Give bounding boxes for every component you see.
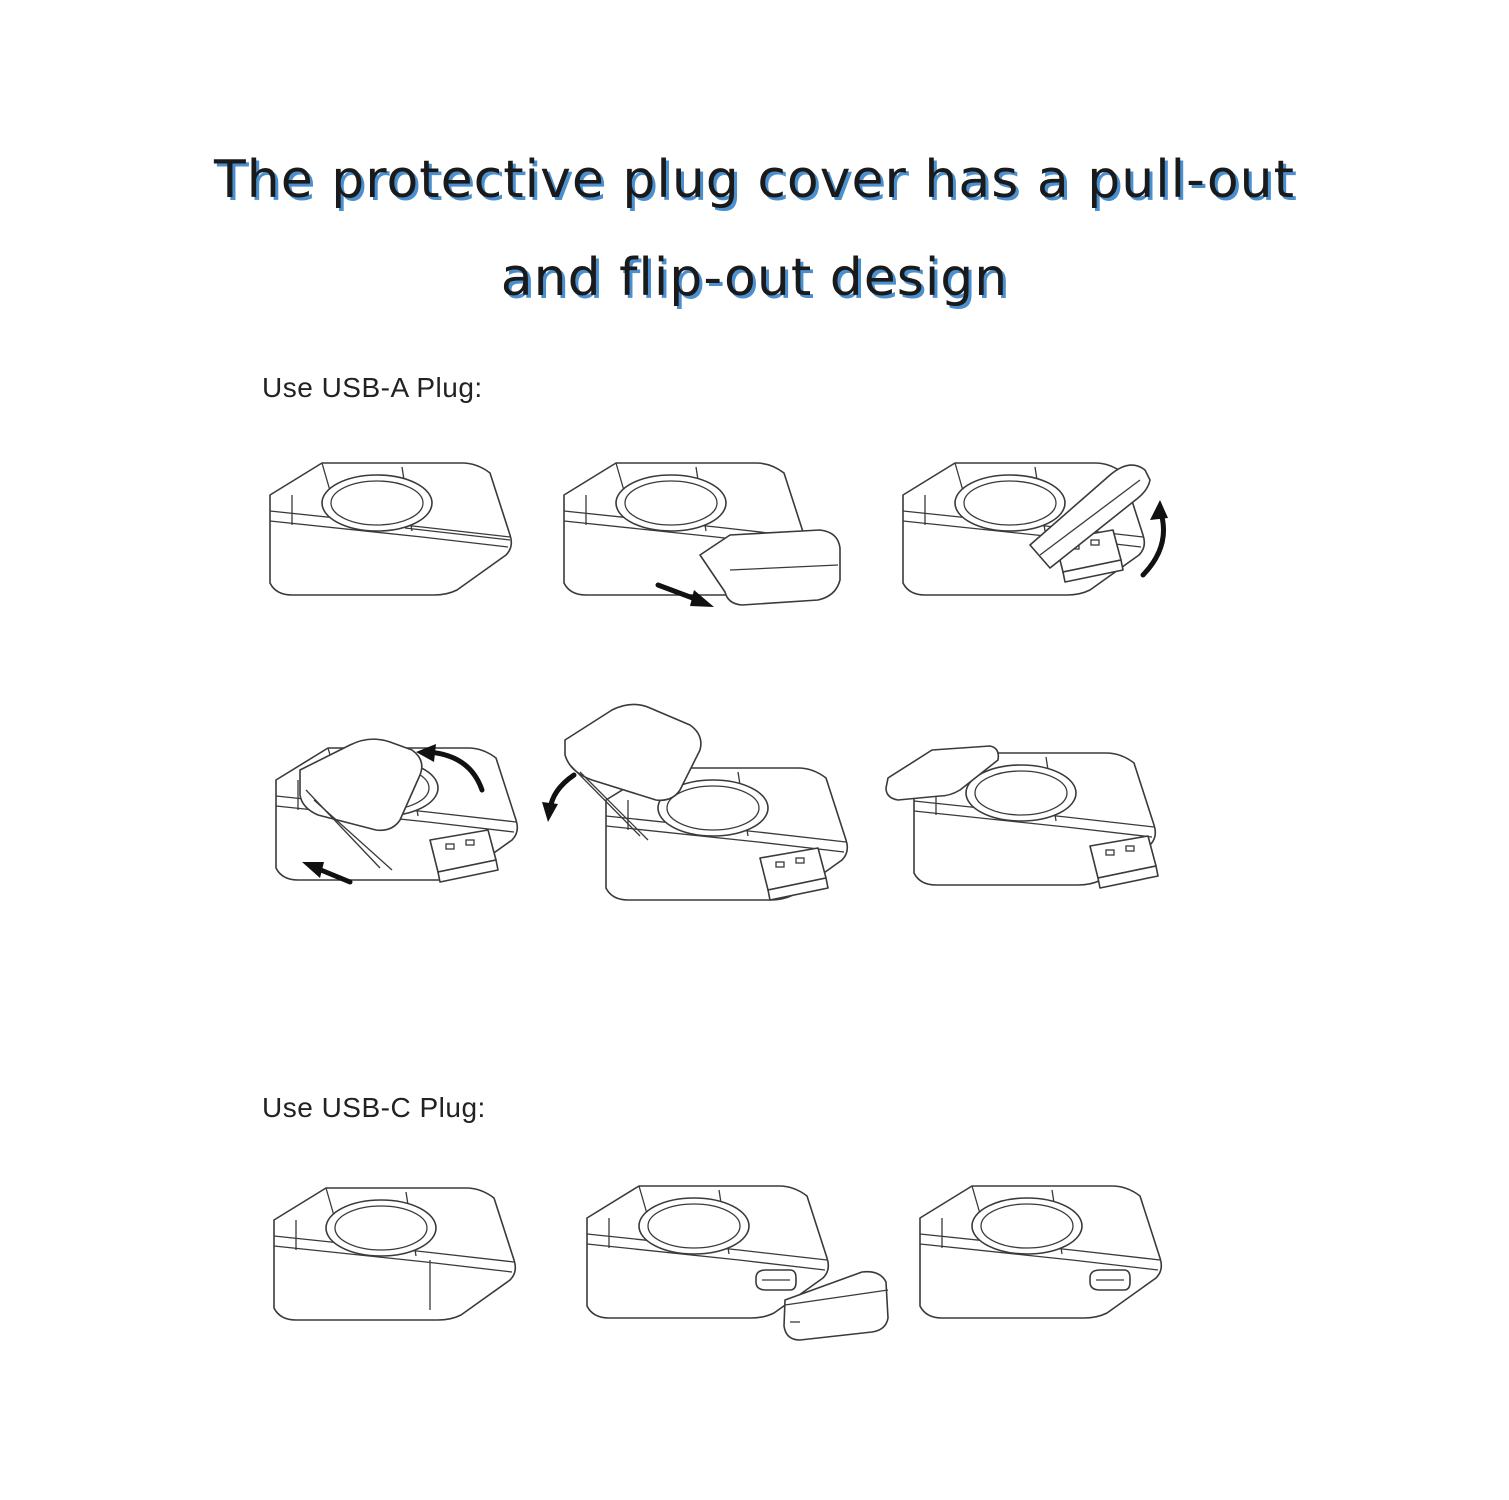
curved-arrow-up-icon [1143, 500, 1168, 575]
usb-a-step-6-ready [886, 746, 1158, 888]
usb-c-step-1-closed [274, 1188, 515, 1320]
usb-a-step-2-pull-out [564, 463, 840, 607]
usb-c-step-2-cap-removed [587, 1186, 888, 1340]
usb-a-step-1-closed [270, 463, 511, 595]
usb-a-step-5-fold-over [542, 704, 847, 900]
usb-c-step-3-ready [920, 1186, 1161, 1318]
curved-arrow-icon [542, 775, 574, 822]
usb-a-step-3-flip-up [903, 463, 1168, 595]
usb-a-step-4-fold-back [276, 739, 517, 882]
